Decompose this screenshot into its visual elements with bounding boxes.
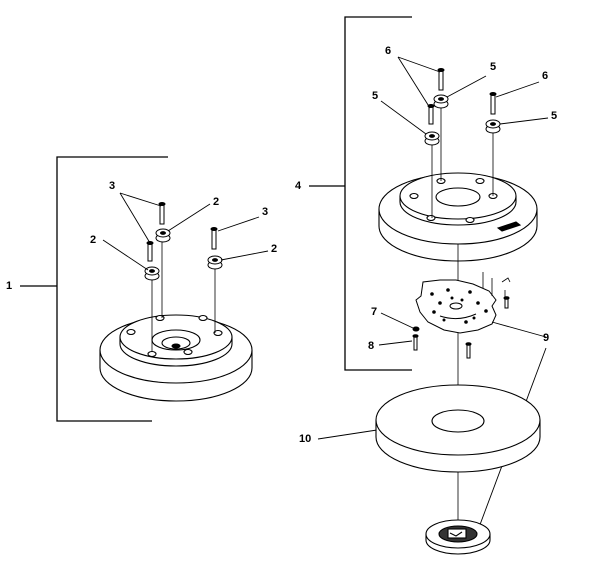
small-screw-8 (412, 334, 419, 351)
bottom-button (425, 519, 491, 555)
left-bolt-1 (158, 202, 166, 225)
callout-9: 9 (543, 332, 550, 344)
small-screw-right (465, 296, 510, 359)
callout-5b: 5 (372, 90, 379, 102)
left-washer-2 (144, 266, 160, 281)
callout-10: 10 (299, 433, 312, 445)
right-leader-lines (380, 56, 549, 135)
callout-2a: 2 (213, 196, 220, 208)
callout-6a: 6 (385, 45, 392, 57)
right-washer-2 (424, 131, 440, 146)
assembly-1-bracket (20, 156, 168, 422)
callout-3a: 3 (109, 180, 116, 192)
callout-8: 8 (368, 340, 375, 352)
left-washer-1 (155, 228, 171, 243)
callout-5a: 5 (490, 61, 497, 73)
callout-2c: 2 (271, 243, 278, 255)
callout-4: 4 (295, 180, 302, 192)
right-washer-3 (485, 119, 501, 134)
left-leader-lines (102, 192, 269, 271)
right-bolt-1 (437, 68, 445, 91)
right-washer-1 (433, 94, 449, 109)
right-fastener-axis-lines (431, 105, 494, 520)
assembly-4-bracket (309, 16, 412, 371)
right-bolt-2 (427, 104, 435, 125)
left-washer-3 (207, 255, 223, 270)
callout-7: 7 (371, 306, 378, 318)
small-screw-7 (412, 326, 420, 332)
callout-3b: 3 (262, 206, 269, 218)
left-fastener-axis-lines (151, 240, 216, 352)
callout-1: 1 (6, 280, 13, 292)
left-bolt-2 (146, 241, 154, 262)
right-drum (378, 172, 538, 262)
large-disk (375, 384, 541, 473)
callout-2b: 2 (90, 234, 97, 246)
callout-6b: 6 (542, 70, 549, 82)
circuit-plate (415, 279, 497, 334)
callout-5c: 5 (551, 110, 558, 122)
left-drum (99, 314, 253, 402)
left-bolt-3 (210, 227, 218, 250)
right-bolt-3 (489, 92, 497, 115)
